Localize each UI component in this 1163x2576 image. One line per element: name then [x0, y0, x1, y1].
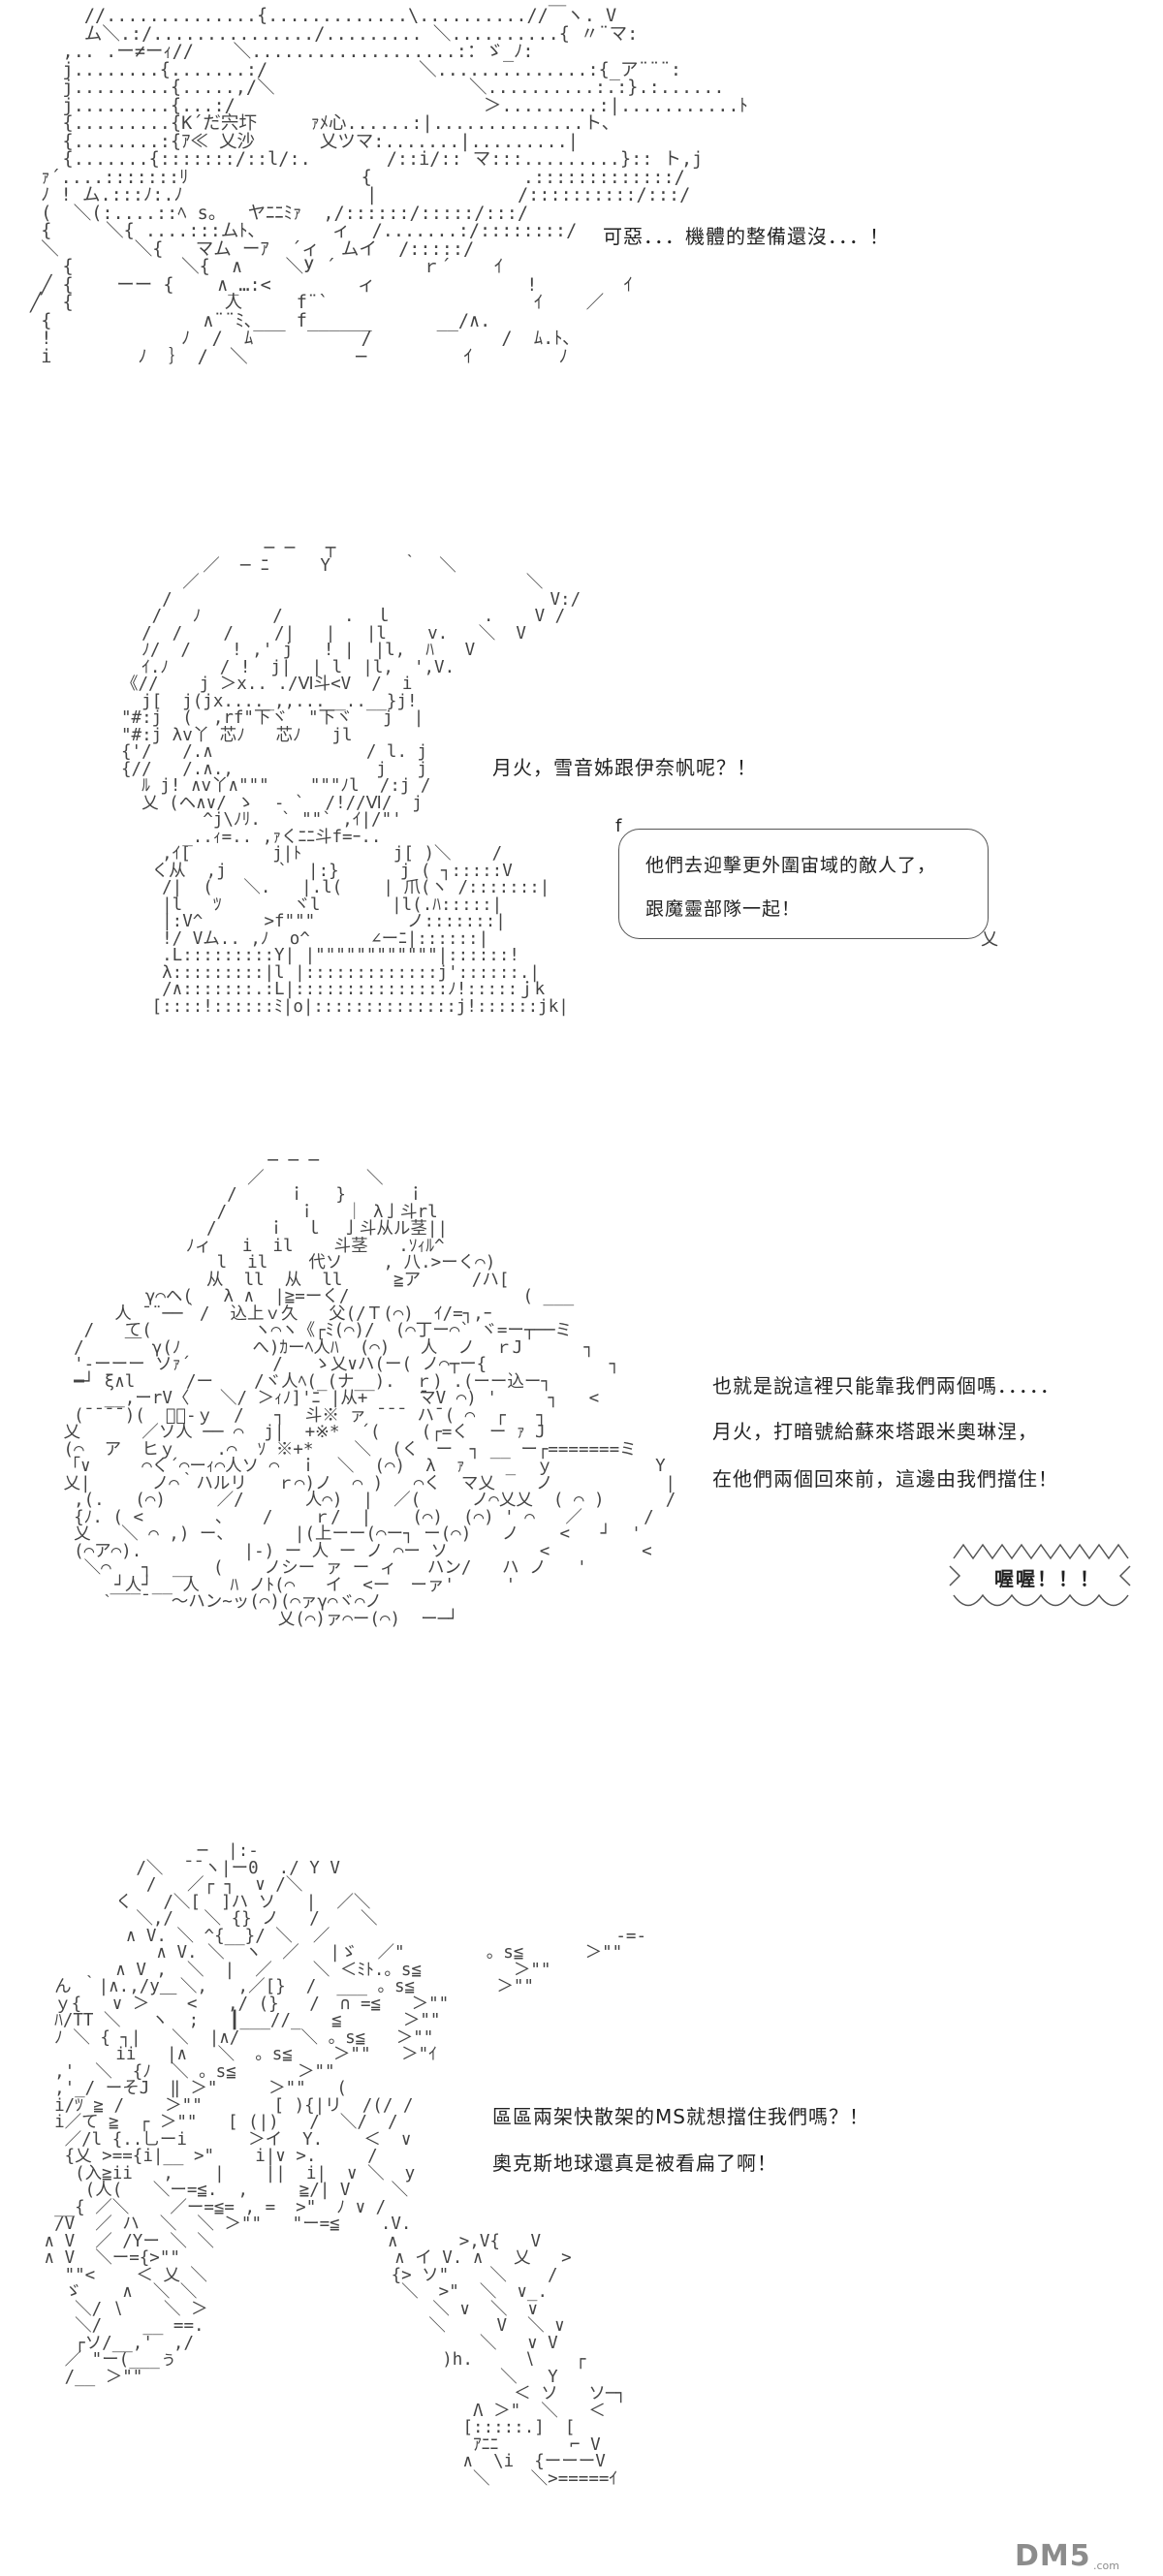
panel-4: ─ |:- /＼ ¯¯ヽ|ー0 ./ Y V / ／┌ ┐ ∨ /＼ く /＼[…: [0, 1822, 1163, 2576]
ascii-art-girl-1: //..............{.............\.........…: [30, 6, 748, 367]
dialogue-line: 月火，雪音姊跟伊奈帆呢？！: [492, 756, 757, 779]
panel-2: ─ ─ ┬ ／ ─ ﾆ Y ｀ ＼ ／ ＼ / V:/ / ﾉ / . ｌ . …: [0, 523, 1163, 1124]
dialogue-line: 也就是說這裡只能靠我們兩個嗎．．．．．: [712, 1374, 1060, 1398]
shout-text: 喔喔！！！: [994, 1567, 1101, 1590]
dialogue-line: 可惡．．．機體的整備還沒．．．！: [603, 225, 890, 248]
dialogue-line: 區區兩架快散架的MS就想擋住我們嗎？！: [492, 2105, 869, 2128]
dialogue-line: 在他們兩個回來前，這邊由我們擋住！: [712, 1467, 1058, 1491]
site-watermark-domain: .com: [1093, 2560, 1119, 2572]
bubble-line: 跟魔靈部隊一起！: [645, 898, 802, 920]
panel-1: //..............{.............\.........…: [0, 0, 1163, 514]
ascii-art-girl-2: ─ ─ ┬ ／ ─ ﾆ Y ｀ ＼ ／ ＼ / V:/ / ﾉ / . ｌ . …: [121, 539, 582, 1017]
burst-outline: [949, 1543, 1131, 1607]
speech-bubble: f 他們去迎擊更外圍宙域的敵人了， 跟魔靈部隊一起！: [615, 816, 989, 939]
bubble-mark: f: [615, 816, 623, 836]
shout-burst: 喔喔！！！: [940, 1541, 1139, 1611]
ascii-art-mecha: ─ |:- /＼ ¯¯ヽ|ー0 ./ Y V / ／┌ ┐ ∨ /＼ く /＼[…: [44, 1841, 646, 2489]
dialogue-line: 月火，打暗號給蘇來塔跟米奧琳涅，: [712, 1420, 1038, 1443]
site-watermark-logo: DM5: [1015, 2539, 1091, 2573]
ascii-art-battle: ─ ─ ─ ／ ＼ / ｉ } ｉ / ｉ ｜ λ亅斗rl / ｉ ｌ 亅斗从ル…: [63, 1151, 676, 1629]
dialogue-line: 奧克斯地球還真是被看扁了啊！: [492, 2152, 777, 2175]
panel-3: ─ ─ ─ ／ ＼ / ｉ } ｉ / ｉ ｜ λ亅斗rl / ｉ ｌ 亅斗从ル…: [0, 1134, 1163, 1812]
bubble-line: 他們去迎擊更外圍宙域的敵人了，: [645, 855, 937, 876]
bubble-tail: 乂: [981, 929, 998, 950]
